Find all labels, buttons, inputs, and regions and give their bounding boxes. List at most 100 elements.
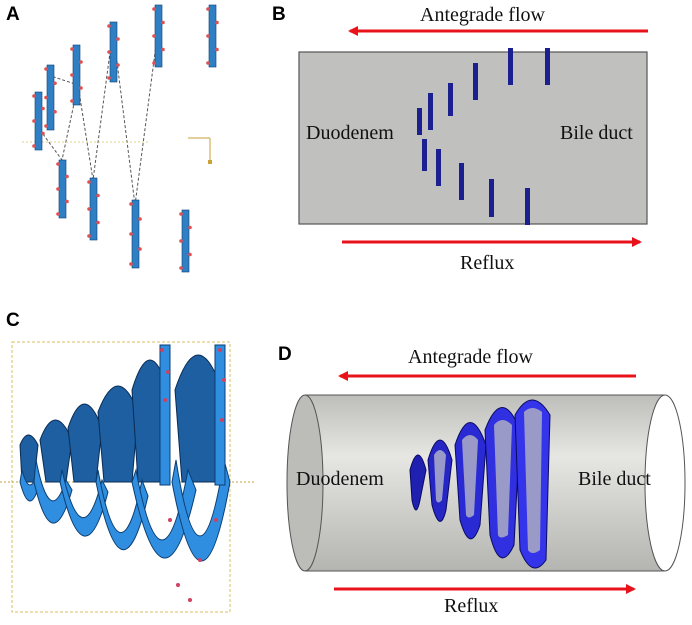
node-marker: [129, 262, 133, 266]
node-marker: [41, 106, 45, 111]
node-marker: [79, 60, 83, 64]
axis-triad-icon: [188, 137, 212, 164]
node-marker: [56, 212, 60, 216]
helix-front: [19, 344, 231, 562]
node-marker: [56, 162, 60, 166]
node-marker: [53, 81, 57, 86]
node-marker: [44, 67, 48, 71]
node-marker: [138, 247, 142, 251]
b-reflux-label: Reflux: [460, 252, 515, 274]
panel-letter-a: A: [6, 4, 20, 25]
node-marker: [96, 193, 100, 198]
node-marker: [206, 7, 210, 11]
node-marker: [220, 418, 224, 422]
node-marker: [70, 73, 74, 77]
panel-c-helix: [0, 341, 255, 613]
node-markers: [160, 348, 226, 602]
node-marker: [188, 225, 192, 230]
beam-element: [131, 199, 140, 269]
node-marker: [152, 7, 156, 11]
node-marker: [87, 180, 91, 184]
panel-letter-d: D: [278, 344, 292, 365]
coil-insert: [409, 399, 551, 569]
helix-back: [19, 354, 223, 483]
beam-elements: [32, 4, 219, 273]
node-marker: [206, 34, 210, 38]
blade-mark: [525, 188, 530, 225]
node-marker: [163, 398, 167, 402]
d-reflux-label: Reflux: [444, 595, 499, 617]
node-marker: [53, 109, 57, 114]
blade-mark: [545, 48, 550, 85]
blade-mark: [448, 83, 453, 116]
panel-a-assembly: [22, 4, 219, 273]
node-marker: [166, 370, 170, 374]
node-marker: [65, 174, 69, 179]
beam-element: [89, 177, 98, 241]
d-bileduct-label: Bile duct: [578, 468, 651, 490]
beam-element: [109, 21, 118, 83]
beam-element: [58, 159, 67, 219]
tube-body: [305, 395, 665, 571]
node-marker: [32, 144, 36, 148]
node-marker: [161, 20, 165, 25]
node-marker: [214, 518, 218, 522]
blade-mark: [489, 179, 494, 217]
node-marker: [32, 119, 36, 123]
node-marker: [198, 558, 202, 562]
tube-end-right: [644, 394, 686, 572]
b-bileduct-label: Bile duct: [560, 122, 633, 144]
panel-letter-b: B: [272, 4, 286, 25]
node-marker: [65, 199, 69, 204]
blade-row: [417, 48, 550, 225]
node-marker: [107, 24, 111, 28]
node-marker: [116, 37, 120, 41]
panel-b-diagram: [298, 26, 648, 247]
node-marker: [152, 61, 156, 65]
node-marker: [218, 348, 222, 352]
node-marker: [129, 202, 133, 206]
d-duodenem-label: Duodenem: [296, 468, 384, 490]
node-marker: [32, 94, 36, 98]
node-marker: [41, 131, 45, 136]
node-marker: [222, 378, 226, 382]
node-marker: [206, 61, 210, 65]
node-marker: [70, 47, 74, 51]
b-duodenem-label: Duodenem: [306, 122, 394, 144]
blade-mark: [428, 93, 433, 130]
node-marker: [107, 76, 111, 80]
node-marker: [161, 47, 165, 52]
node-marker: [87, 234, 91, 238]
node-marker: [188, 598, 192, 602]
node-marker: [87, 207, 91, 211]
node-marker: [179, 239, 183, 243]
node-marker: [116, 63, 120, 67]
node-marker: [44, 124, 48, 128]
node-marker: [179, 212, 183, 216]
node-marker: [160, 348, 164, 352]
panel-d-diagram: [286, 371, 686, 594]
node-marker: [179, 266, 183, 270]
beam-element: [72, 44, 81, 106]
node-marker: [215, 47, 219, 52]
bounding-frame: [11, 341, 231, 613]
node-marker: [79, 86, 83, 90]
node-marker: [138, 217, 142, 221]
node-marker: [107, 50, 111, 54]
blade-mark: [436, 149, 441, 186]
beam-element: [34, 91, 43, 151]
beam-element: [181, 209, 190, 273]
node-marker: [70, 99, 74, 103]
blade-mark: [459, 163, 464, 200]
node-marker: [96, 220, 100, 225]
node-marker: [188, 252, 192, 257]
beam-element: [46, 64, 55, 131]
node-marker: [215, 20, 219, 25]
blade-mark: [417, 108, 422, 135]
b-antegrade-label: Antegrade flow: [420, 4, 545, 26]
node-marker: [44, 95, 48, 100]
node-marker: [152, 34, 156, 38]
beam-element: [154, 4, 163, 68]
blade-mark: [508, 48, 513, 85]
